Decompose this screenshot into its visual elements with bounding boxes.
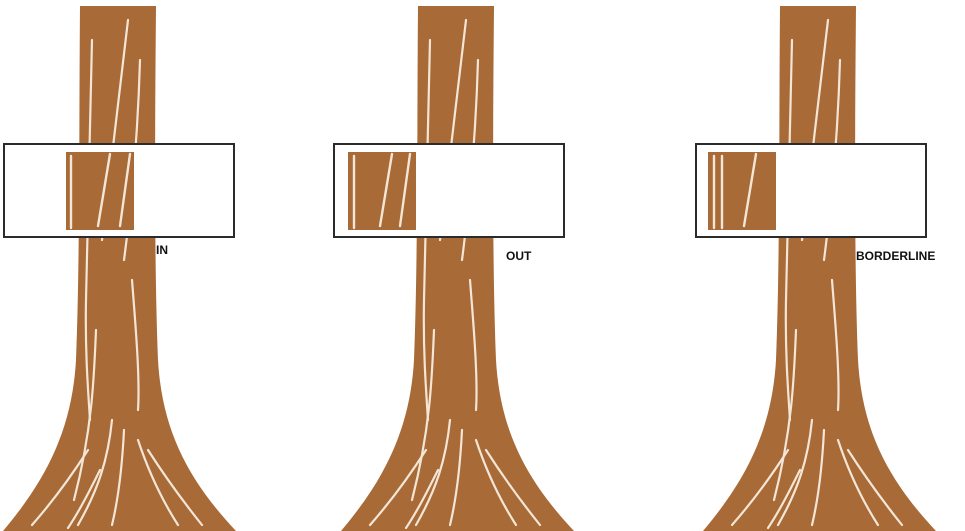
core-sample xyxy=(348,152,416,230)
core-sample xyxy=(66,152,134,230)
panel-in: IN xyxy=(1,4,238,531)
panel-label: OUT xyxy=(506,249,532,263)
core-sample xyxy=(708,152,776,230)
tree-trunk xyxy=(339,4,576,531)
panel-borderline: BORDERLINE xyxy=(695,4,938,531)
tree-trunk xyxy=(1,4,238,531)
tree-trunk xyxy=(701,4,938,531)
panel-label: BORDERLINE xyxy=(856,249,935,263)
panel-out: OUT xyxy=(333,4,576,531)
panel-label: IN xyxy=(156,243,168,257)
